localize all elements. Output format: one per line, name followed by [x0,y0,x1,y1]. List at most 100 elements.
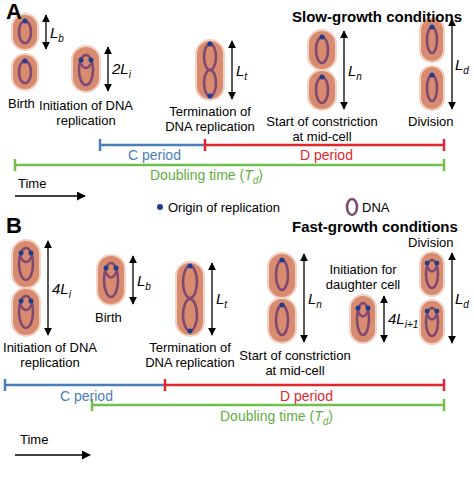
cell-constriction [280,258,285,263]
cell-division [420,252,444,344]
cell-division [435,309,440,314]
cell-termination [188,264,193,269]
cell-daughter [350,295,376,343]
label: Birth [95,310,122,325]
label-group: Birth [95,310,122,325]
label-group: Fast-growth conditions [292,218,458,236]
cell-daughter [358,311,368,317]
label: L [348,62,356,79]
label-group: Termination of DNA replication [135,340,245,370]
label-group: Initiation of DNA replication [36,98,136,128]
label-group: C period [60,389,113,404]
cell-division [420,300,444,344]
label: Initiation for daughter cell [326,262,400,292]
cell-constriction [308,30,336,70]
cell-birth [19,61,31,83]
cell-constriction [268,298,296,343]
label: C period [60,388,113,404]
c-period-bar [4,379,7,391]
d-period-bar [205,144,444,147]
cell-daughter [356,306,361,311]
cell-termination [188,329,193,334]
label-group: Start of constriction at mid-cell [236,348,354,378]
cell-termination [204,44,216,70]
cell-initiation [80,62,92,68]
cell-division [427,314,437,320]
doubling-time-bar [14,159,17,171]
label: T [314,408,323,424]
length-arrow [211,263,212,335]
length-arrow [45,15,46,49]
cell-constriction [316,77,328,103]
subscript: i [69,289,71,300]
cell-division [430,73,435,78]
cell-initiation [20,304,32,310]
label: 4L [388,310,405,327]
cell-birth [97,255,125,305]
label: Doubling time ( [150,167,244,183]
cell-initiation [79,55,93,85]
label: C period [128,147,181,163]
label: L [455,290,463,307]
length-arrow [107,47,108,91]
label: Slow-growth conditions [292,8,462,25]
label-group: Ld [455,290,469,313]
label-group: Ld [455,56,469,79]
cell-division [435,261,440,266]
label-group: Lt [236,62,247,85]
cell-constriction [308,70,336,110]
label: Termination of DNA replication [145,340,235,370]
label-group: C period [128,148,181,163]
label-group: Birth [8,96,35,111]
length-arrow [303,254,304,342]
length-arrow [451,253,452,343]
subscript: t [224,299,227,310]
label-group: Lt [216,290,227,313]
label: L [455,56,463,73]
cell-initiation [89,58,94,63]
cell-initiation [19,299,24,304]
label-group: Initiation for daughter cell [318,262,408,292]
label: Birth [8,96,35,111]
label: Fast-growth conditions [292,218,458,235]
cell-division [420,252,444,296]
label: ) [258,167,263,183]
label: Initiation of DNA replication [3,340,97,370]
cell-initiation [79,58,84,63]
c-period-bar [100,144,205,147]
length-arrow [48,241,452,343]
cell-initiation [20,256,32,262]
cell-initiation [12,240,40,336]
time-arrow [15,454,90,456]
cell-division [425,261,430,266]
label-group: Time [20,432,48,447]
cell-termination [176,262,204,336]
label-group: Lb [50,24,64,47]
cell-division [427,75,437,101]
cell-termination [208,42,213,47]
time-arrow [15,195,85,197]
subscript: t [244,71,247,82]
origin-sample [157,204,163,210]
label: 4L [52,280,69,297]
doubling-time-bar [92,404,444,407]
cell-division [420,66,444,110]
cell-constriction [320,75,325,80]
label: B [6,213,22,238]
label: ) [328,408,333,424]
subscript: n [356,71,362,82]
label: Start of constriction at mid-cell [266,114,377,144]
d-period-bar [443,379,446,391]
legend-text: Origin of replication [168,200,280,215]
label: L [216,290,224,307]
cell-initiation [19,248,33,280]
cell-birth [105,271,117,278]
label-group: 2Li [112,60,131,83]
label-group: Lb [137,272,151,295]
length-arrow [46,15,452,109]
d-period-bar [165,384,444,387]
label: L [50,24,58,41]
cell-termination [196,40,224,100]
label: Time [18,176,46,191]
label-group: 4Li [52,280,71,303]
